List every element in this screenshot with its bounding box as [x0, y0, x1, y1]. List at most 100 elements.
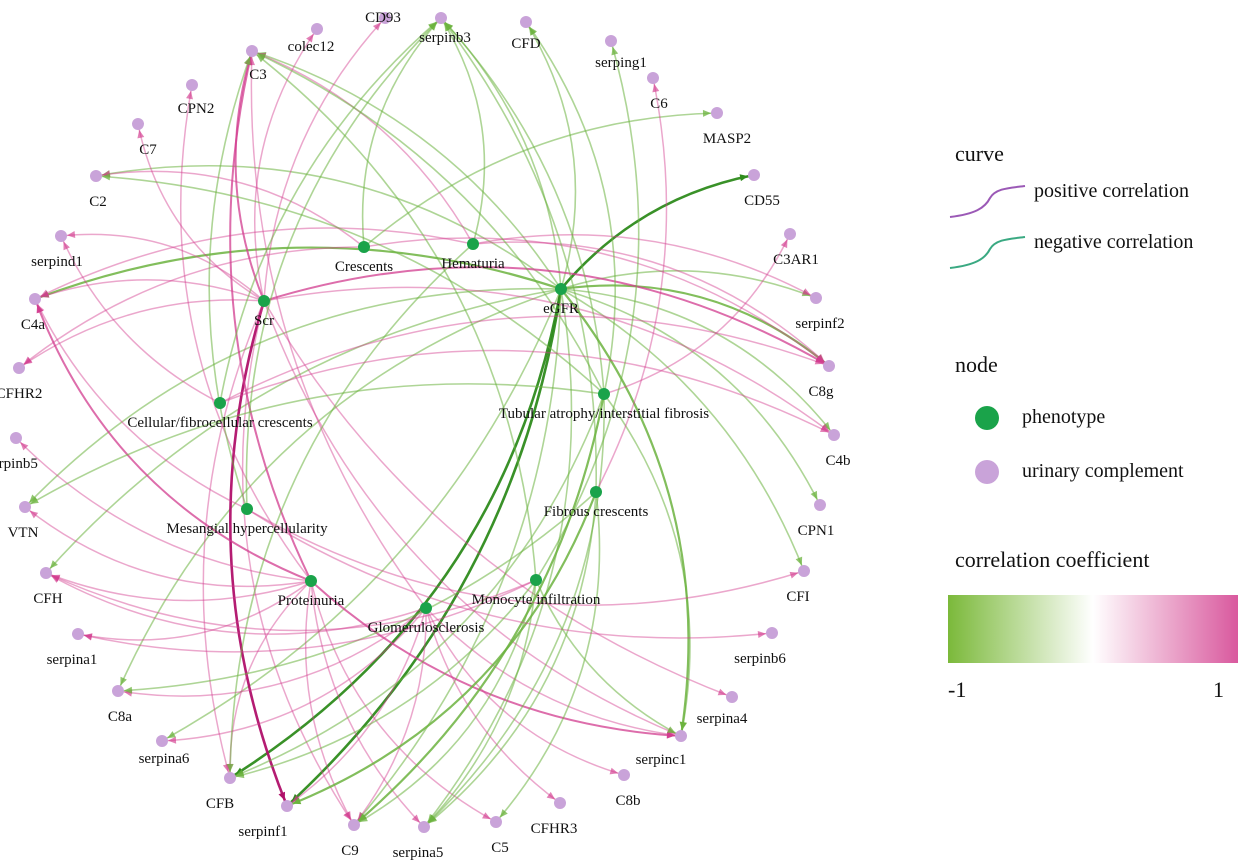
edge-arrowhead	[810, 490, 818, 500]
edge-arrowhead	[372, 22, 381, 31]
edge-fibrous-crescents-to-c6	[595, 77, 668, 493]
legend-complement-label: urinary complement	[1022, 460, 1184, 482]
edge-arrowhead	[137, 129, 145, 139]
phenotype-label-monocyte-infiltration: Monocyte infiltration	[472, 592, 601, 608]
edge-hematuria-to-serpinb3	[440, 17, 486, 245]
edge-arrowhead	[167, 736, 177, 744]
edge-glomerulosclerosis-to-serpinc1	[425, 607, 682, 737]
edge-monocyte-infiltration-to-serpinc1	[535, 579, 682, 737]
complement-node-cfb	[224, 772, 236, 784]
edge-arrowhead	[499, 809, 508, 818]
edge-arrowhead	[30, 496, 39, 504]
edge-hematuria-to-cfb	[229, 243, 474, 779]
complement-label-c5: C5	[491, 840, 509, 856]
edge-arrowhead	[167, 731, 176, 739]
edge-egfr-to-c8a	[117, 288, 562, 692]
edge-proteinuria-to-c9	[304, 580, 355, 826]
edge-monocyte-infiltration-to-cfb	[229, 579, 537, 779]
complement-label-c8a: C8a	[108, 709, 133, 725]
edge-scr-to-c4a	[34, 279, 265, 302]
legend-negative-curve	[949, 236, 1026, 269]
complement-node-c5	[490, 816, 502, 828]
edge-egfr-to-cpn1	[560, 288, 821, 506]
edge-arrowhead	[428, 22, 437, 31]
edge-arrowhead	[819, 425, 829, 433]
complement-node-cd93	[379, 12, 391, 24]
edge-proteinuria-to-vtn	[24, 506, 312, 588]
edge-tubular-atrophy-interstitial-fibrosis-to-cfb	[229, 393, 605, 779]
edge-cellular-fibrocellular-crescents-to-serpinb3	[219, 17, 442, 404]
complement-label-c4a: C4a	[21, 317, 46, 333]
phenotype-node-tubular-atrophy-interstitial-fibrosis	[598, 388, 610, 400]
edge-mesangial-hypercellularity-to-c4a	[34, 298, 248, 510]
complement-label-serpind1: serpind1	[31, 254, 83, 270]
edge-arrowhead	[546, 791, 556, 800]
edge-scr-to-c8g	[263, 266, 830, 367]
complement-label-serpinb3: serpinb3	[419, 30, 471, 46]
complement-node-masp2	[711, 107, 723, 119]
edge-proteinuria-to-cfb	[229, 580, 312, 779]
edge-arrowhead	[814, 357, 824, 365]
edge-proteinuria-to-c3	[229, 50, 312, 582]
legend-positive-curve	[949, 185, 1026, 218]
edge-egfr-to-serpinf1	[286, 288, 563, 807]
complement-node-c8a	[112, 685, 124, 697]
complement-label-c8b: C8b	[615, 793, 640, 809]
edge-glomerulosclerosis-to-c8a	[117, 607, 427, 697]
complement-label-c8g: C8g	[808, 384, 834, 400]
edge-arrowhead	[789, 571, 799, 579]
complement-node-c7	[132, 118, 144, 130]
edge-proteinuria-to-c4a	[34, 298, 312, 582]
edge-tubular-atrophy-interstitial-fibrosis-to-vtn	[24, 383, 605, 508]
coef-min-label: -1	[948, 677, 966, 702]
edge-glomerulosclerosis-to-serpinf1	[286, 607, 427, 807]
edge-arrowhead	[780, 239, 788, 249]
edge-hematuria-to-c3	[251, 50, 474, 245]
edge-glomerulosclerosis-to-c8b	[425, 607, 625, 776]
edge-fibrous-crescents-to-serpina5	[423, 491, 597, 828]
edge-glomerulosclerosis-to-c9	[353, 607, 427, 826]
complement-node-serpinb3	[435, 12, 447, 24]
complement-node-cfd	[520, 16, 532, 28]
edge-proteinuria-to-serpinb5	[15, 437, 312, 582]
complement-node-serpinf2	[810, 292, 822, 304]
complement-label-c7: C7	[139, 142, 157, 158]
edge-monocyte-infiltration-to-c3	[251, 50, 537, 581]
edge-arrowhead	[666, 726, 676, 734]
edge-scr-to-cfb	[202, 300, 265, 779]
complement-node-serpina6	[156, 735, 168, 747]
complement-label-c3ar1: C3AR1	[773, 252, 819, 268]
edge-arrowhead	[63, 241, 70, 251]
phenotype-label-egfr: eGFR	[543, 301, 579, 317]
edge-crescents-to-masp2	[363, 112, 718, 248]
edge-proteinuria-to-cfh	[45, 572, 312, 602]
edge-egfr-to-c3	[251, 50, 562, 290]
complement-node-serpinb6	[766, 627, 778, 639]
phenotype-node-cellular-fibrocellular-crescents	[214, 397, 226, 409]
edge-tubular-atrophy-interstitial-fibrosis-to-cfd	[525, 21, 616, 395]
legend-complement-dot	[975, 460, 999, 484]
edge-arrowhead	[101, 173, 111, 181]
edge-arrowhead	[652, 83, 660, 93]
edge-arrowhead	[411, 814, 420, 823]
complement-label-serping1: serping1	[595, 55, 647, 71]
complement-node-c4a	[29, 293, 41, 305]
complement-label-cfd: CFD	[511, 36, 540, 52]
edge-egfr-to-serpina6	[161, 288, 562, 742]
edge-arrowhead	[226, 763, 234, 773]
complement-node-colec12	[311, 23, 323, 35]
legend-negative-label: negative correlation	[1034, 231, 1193, 253]
edge-egfr-to-c8g	[560, 284, 830, 367]
edge-proteinuria-to-serpinc1	[310, 580, 682, 737]
legend-positive-label: positive correlation	[1034, 180, 1189, 202]
complement-node-cfhr3	[554, 797, 566, 809]
edge-tubular-atrophy-interstitial-fibrosis-to-c3ar1	[603, 233, 791, 395]
complement-label-cfb: CFB	[206, 796, 234, 812]
edge-egfr-to-serpinc1	[560, 288, 690, 737]
phenotype-node-proteinuria	[305, 575, 317, 587]
edge-monocyte-infiltration-to-serpina1	[77, 579, 537, 653]
complement-label-colec12: colec12	[288, 39, 335, 55]
edge-crescents-to-c8g	[363, 237, 830, 367]
